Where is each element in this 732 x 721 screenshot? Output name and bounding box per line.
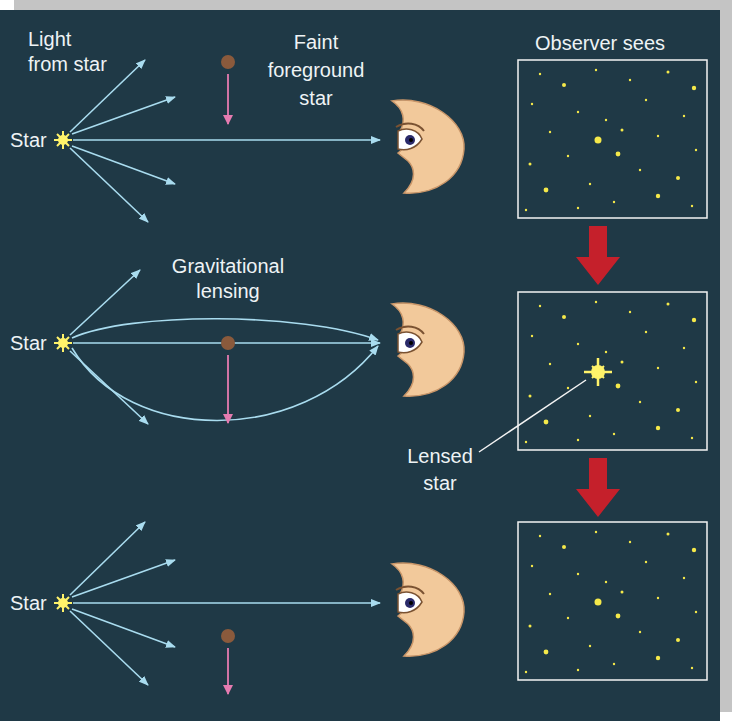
text-label: Light from star — [28, 27, 114, 77]
text-label: Star — [10, 331, 47, 356]
text-label: Gravitational lensing — [153, 254, 303, 304]
text-label: Star — [10, 591, 47, 616]
text-label: Observer sees — [535, 31, 665, 56]
text-label: Star — [10, 128, 47, 153]
text-label: Lensed star — [400, 443, 480, 497]
text-label: Faint foreground star — [255, 28, 377, 112]
